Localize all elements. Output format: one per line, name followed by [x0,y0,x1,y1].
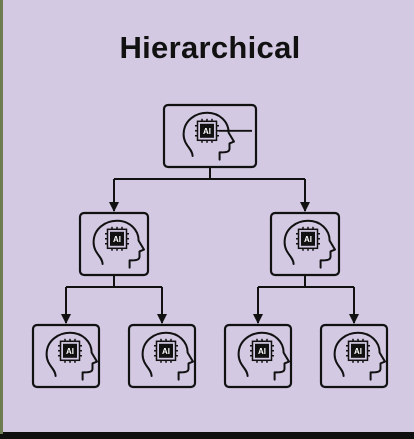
diagram-title: Hierarchical [119,30,301,65]
ai-chip-head-icon: AI [283,219,336,269]
chip-label: AI [304,235,312,244]
chip-icon: AI [346,338,370,363]
ai-chip-head-icon: AI [182,111,252,161]
chip-icon: AI [105,226,129,251]
agent-node-leaf-3: AI [223,323,293,389]
chip-label: AI [162,347,170,356]
head-outline [182,111,235,161]
agent-node-leaf-4: AI [319,323,389,389]
agent-node-root: AI [162,103,258,169]
chip-label: AI [113,235,121,244]
ai-chip-head-icon: AI [333,331,386,381]
head-outline [283,219,336,269]
agent-node-mid-left: AI [78,211,150,277]
ai-chip-head-icon: AI [141,331,194,381]
head-outline [92,219,145,269]
chip-label: AI [66,347,74,356]
head-outline [141,331,194,381]
agent-node-leaf-2: AI [127,323,197,389]
head-outline [237,331,290,381]
chip-icon: AI [296,226,320,251]
ai-chip-head-icon: AI [45,331,98,381]
left-edge-strip [0,0,3,434]
agent-node-mid-right: AI [269,211,341,277]
chip-label: AI [203,127,211,136]
ai-chip-head-icon: AI [237,331,290,381]
ai-chip-head-icon: AI [92,219,145,269]
chip-icon: AI [250,338,274,363]
chip-icon: AI [154,338,178,363]
chip-icon: AI [195,118,219,143]
edges-layer [61,167,359,324]
head-outline [45,331,98,381]
agent-node-leaf-1: AI [31,323,101,389]
nodes-layer: AI AI AI AI AI AI AI [31,103,389,389]
chip-icon: AI [58,338,82,363]
chip-label: AI [258,347,266,356]
head-outline [333,331,386,381]
chip-label: AI [354,347,362,356]
